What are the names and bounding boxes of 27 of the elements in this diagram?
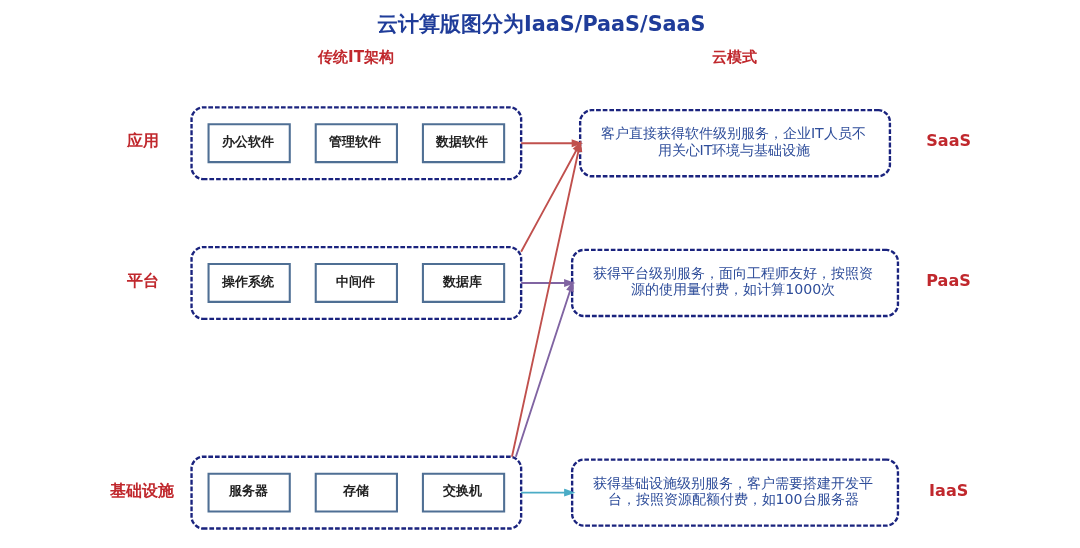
- node-box: 客户直接获得软件级别服务，企业IT人员不用关心IT环境与基础设施: [578, 108, 891, 178]
- node-box: 操作系统: [207, 263, 291, 303]
- arrow: [514, 280, 574, 458]
- node-box: 存储: [314, 472, 398, 513]
- node-box: 数据软件: [421, 123, 505, 164]
- node-box: 中间件: [314, 263, 398, 303]
- cluster: [189, 106, 522, 181]
- node-box: 办公软件: [207, 123, 291, 164]
- node-label: 平台: [126, 270, 159, 290]
- cluster: [189, 455, 522, 530]
- node-box: 服务器: [207, 472, 291, 513]
- node-box: 管理软件: [314, 123, 398, 164]
- node-box: 获得平台级别服务，面向工程师友好，按照资源的使用量付费，如计算1000次: [570, 248, 899, 318]
- node-label: PaaS: [925, 270, 971, 290]
- arrow: [519, 488, 575, 497]
- node-label: SaaS: [925, 131, 971, 151]
- node-box: 交换机: [421, 472, 505, 513]
- cluster: [189, 245, 522, 321]
- node-box: 数据库: [421, 263, 505, 303]
- arrow: [519, 279, 575, 287]
- node-label: 应用: [126, 131, 159, 151]
- diagram-title: 云计算版图分为IaaS/PaaS/SaaS: [376, 12, 706, 37]
- node-label: IaaS: [928, 480, 968, 500]
- node-label: 基础设施: [109, 480, 174, 500]
- node-box: 获得基础设施级别服务，客户需要搭建开发平台，按照资源配额付费，如100台服务器: [570, 458, 899, 527]
- label: 云模式: [711, 47, 757, 66]
- label: 传统IT架构: [317, 47, 394, 66]
